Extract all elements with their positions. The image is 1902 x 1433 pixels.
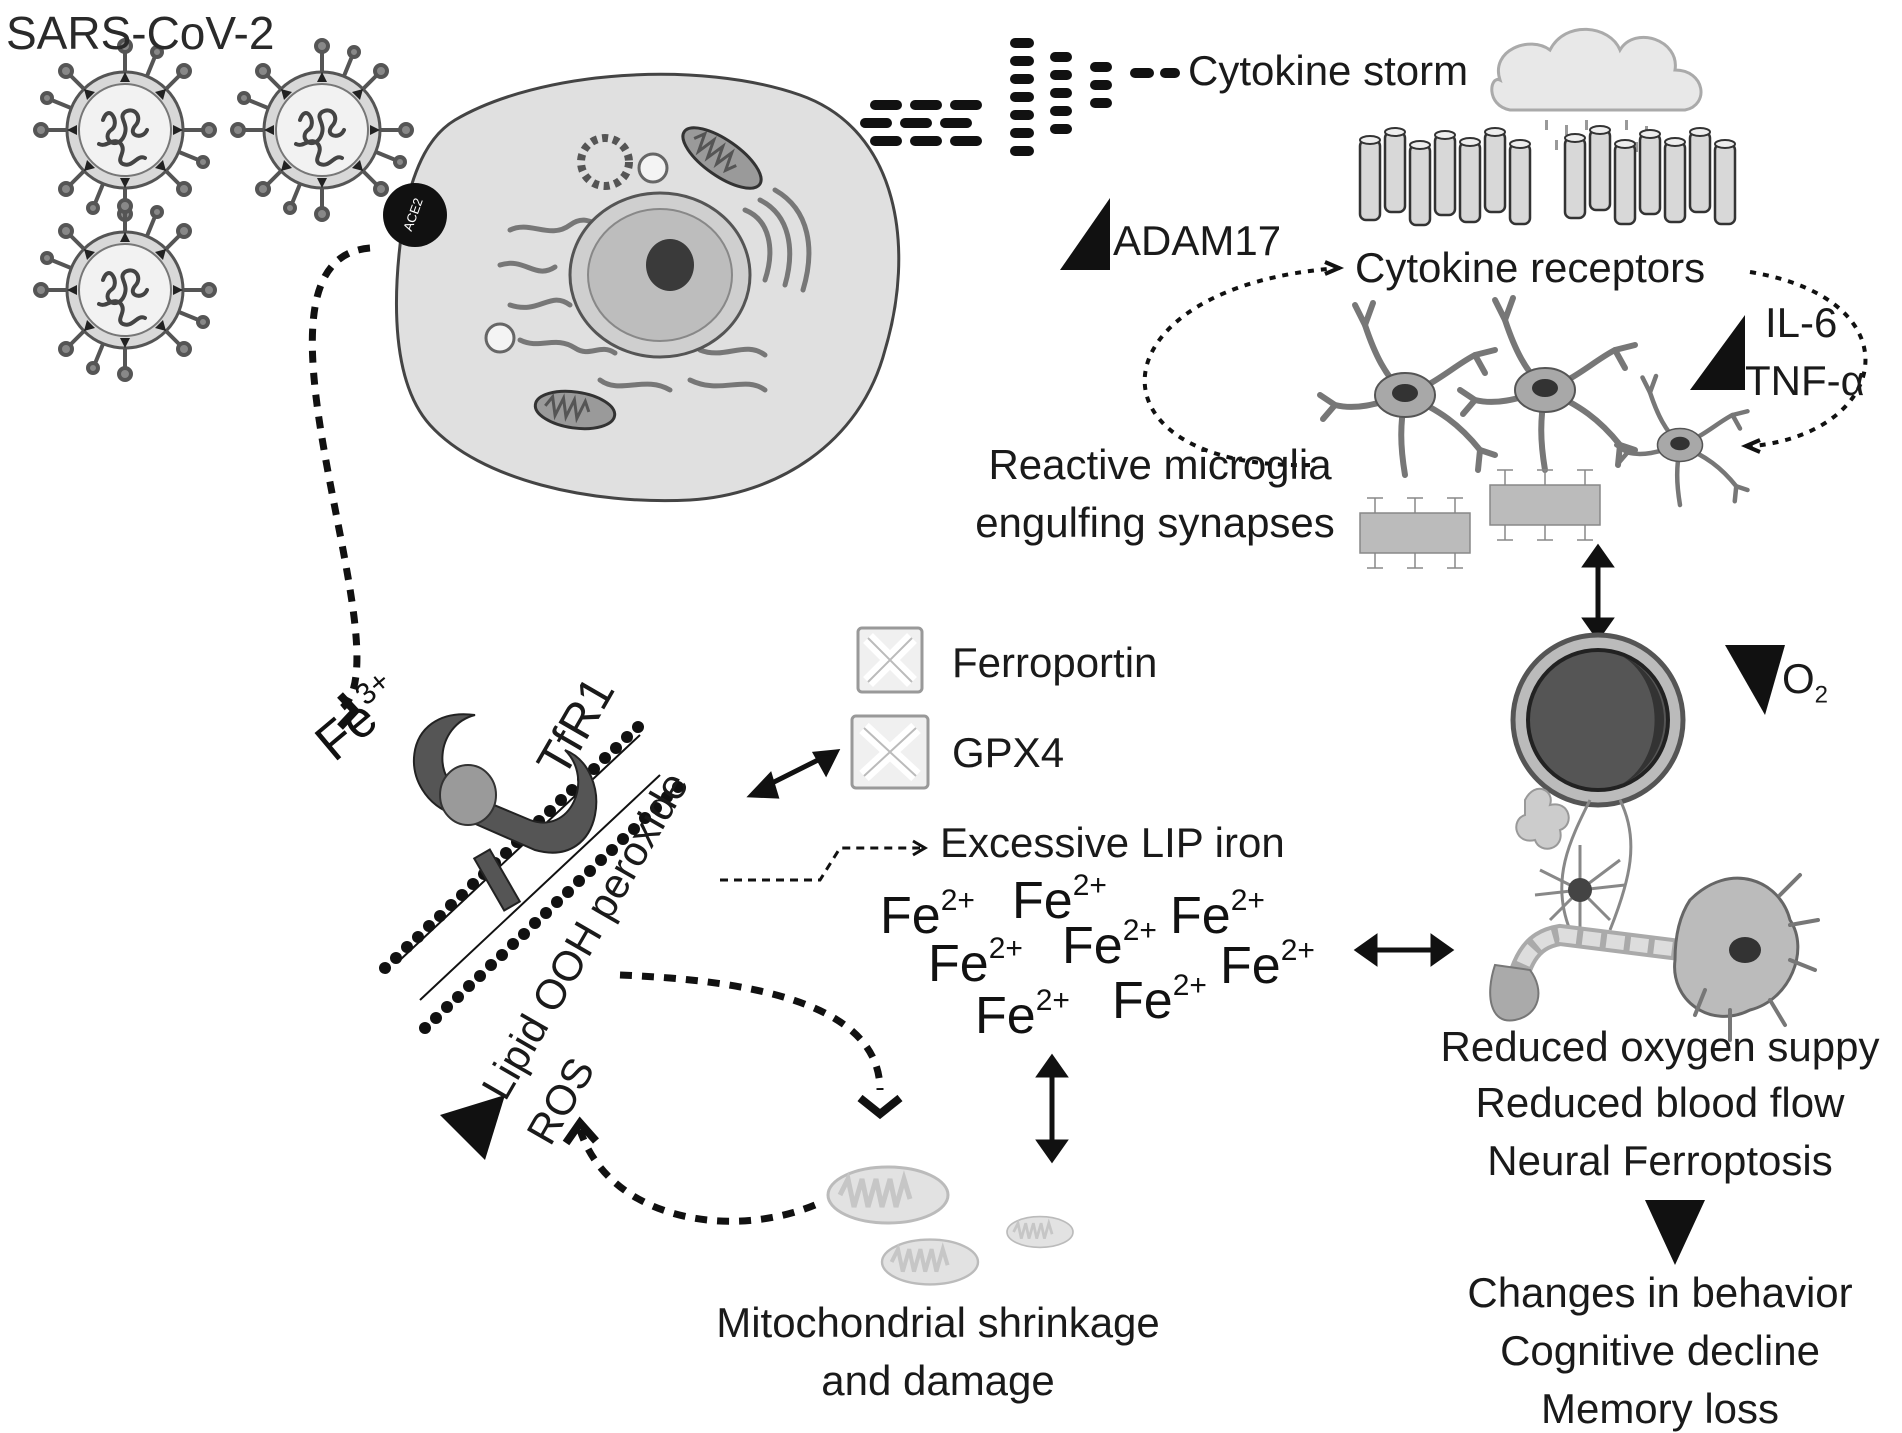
ferrous-symbol: Fe	[1170, 887, 1231, 945]
ferrous-iron: Fe2+	[880, 886, 975, 945]
outcome-ferroptosis: Neural Ferroptosis	[1487, 1137, 1833, 1184]
ferrous-symbol: Fe	[1012, 872, 1073, 930]
up-triangle-il6	[1690, 315, 1745, 390]
virus-particle	[33, 198, 217, 382]
up-triangle-adam17	[1060, 198, 1110, 270]
arrow-iron-mito	[1035, 1053, 1069, 1164]
ferrous-charge: 2+	[1172, 969, 1207, 1002]
virus-particle	[230, 38, 414, 222]
arrow-lipid-to-mito	[619, 971, 884, 1091]
effect-cognitive: Cognitive decline	[1500, 1327, 1820, 1374]
virus-title: SARS-CoV-2	[6, 7, 275, 59]
oxygen-label: O2	[1782, 658, 1828, 707]
ferrous-charge: 2+	[1035, 984, 1070, 1017]
ferrous-charge: 2+	[940, 884, 975, 917]
cytokine-receptors-membrane	[1358, 124, 1737, 227]
microglia-label-1: Reactive microglia	[988, 441, 1332, 488]
ferrous-symbol: Fe	[1220, 937, 1281, 995]
gpx4-label: GPX4	[952, 729, 1065, 776]
ferrous-iron: Fe2+	[1112, 971, 1207, 1030]
neuron-astrocyte	[1489, 787, 1820, 1042]
storm-cloud-icon	[1490, 27, 1703, 158]
ferrous-iron: Fe2+	[1220, 936, 1315, 995]
microglia-label-2: engulfing synapses	[975, 499, 1335, 546]
oxygen-subscript: 2	[1814, 681, 1829, 709]
arrow-virus-to-iron	[308, 244, 371, 716]
tnfa-label: TNF-α	[1745, 357, 1865, 404]
up-triangle-ros	[440, 1095, 505, 1160]
damaged-mitochondrion	[828, 1167, 948, 1223]
ferrous-iron: Fe2+	[975, 986, 1070, 1045]
ferrous-symbol: Fe	[928, 935, 989, 993]
ace2-receptor	[383, 183, 447, 247]
effect-behavior: Changes in behavior	[1467, 1269, 1853, 1316]
microglia-cell	[1460, 298, 1635, 470]
ferrous-iron: Fe2+	[1012, 871, 1107, 930]
il6-label: IL-6	[1765, 299, 1838, 346]
effect-memory: Memory loss	[1540, 1385, 1780, 1432]
ferrous-symbol: Fe	[975, 987, 1036, 1045]
ferrous-iron: Fe2+	[1170, 886, 1265, 945]
virus-particle	[33, 38, 217, 222]
ferrous-symbol: Fe	[1112, 972, 1173, 1030]
arrow-iron-neuron	[1353, 933, 1455, 967]
ferrous-symbol: Fe	[880, 887, 941, 945]
ferroportin-icon	[856, 626, 924, 694]
damaged-mitochondrion	[882, 1240, 978, 1285]
adam17-label: ADAM17	[1113, 217, 1282, 264]
arrow-lipid-gpx4	[746, 749, 841, 799]
cytokine-storm-label: Cytokine storm	[1188, 47, 1469, 94]
lip-iron-label: Excessive LIP iron	[940, 819, 1285, 866]
ferrous-iron: Fe2+	[928, 934, 1023, 993]
cytokine-receptors-label: Cytokine receptors	[1355, 244, 1706, 291]
ferrous-charge: 2+	[1280, 934, 1315, 967]
outcome-oxygen: Reduced oxygen suppy	[1440, 1023, 1880, 1070]
down-triangle-o2	[1725, 645, 1785, 715]
mito-label-2: and damage	[821, 1357, 1055, 1404]
arrow-mito-to-ros	[576, 1128, 817, 1225]
ferrous-charge: 2+	[988, 932, 1023, 965]
ferrous-symbol: Fe	[1062, 917, 1123, 975]
ferrous-charge: 2+	[1122, 914, 1157, 947]
cytokine-feedback-loop	[1142, 266, 1868, 468]
synapse	[1489, 469, 1601, 541]
oxygen-symbol: O	[1782, 655, 1815, 702]
damaged-mitochondrion	[1005, 1215, 1075, 1249]
ferrous-charge: 2+	[1230, 884, 1265, 917]
outcome-blood-flow: Reduced blood flow	[1475, 1079, 1845, 1126]
down-triangle-outcome	[1645, 1200, 1705, 1265]
cytokine-storm-dashes	[860, 38, 1180, 156]
arrow-microglia-vessel	[1581, 543, 1615, 642]
ferrous-charge: 2+	[1072, 869, 1107, 902]
tfr1-receptor	[412, 713, 598, 912]
ferroportin-label: Ferroportin	[952, 639, 1158, 686]
resting-microglia	[1616, 376, 1747, 505]
blood-vessel	[1510, 632, 1686, 808]
arrow-lipid-to-lip	[720, 846, 920, 882]
synapse	[1359, 497, 1471, 569]
host-cell	[394, 72, 901, 503]
mito-label-1: Mitochondrial shrinkage	[716, 1299, 1160, 1346]
ferrous-iron: Fe2+	[1062, 916, 1157, 975]
gpx4-icon	[850, 714, 930, 790]
arrowhead	[337, 692, 361, 730]
